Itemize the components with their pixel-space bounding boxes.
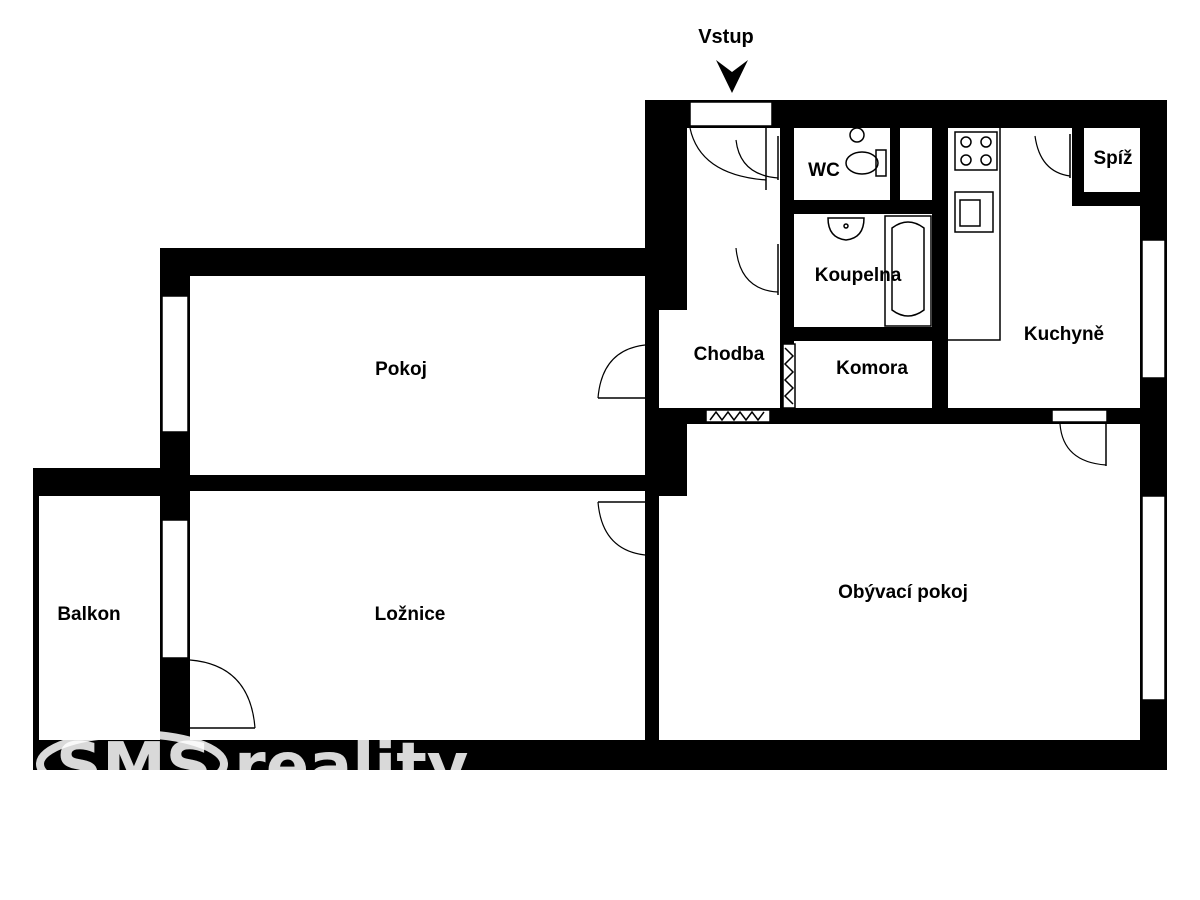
watermark-logo: SMS reality	[36, 730, 469, 804]
room-label-wc: WC	[808, 160, 840, 181]
room-label-loznice: Ložnice	[375, 604, 446, 625]
outer-walls	[33, 100, 1167, 770]
room-label-obyvaci: Obývací pokoj	[838, 582, 968, 603]
doors	[189, 127, 1108, 729]
room-label-balkon: Balkon	[57, 604, 120, 625]
room-labels: WC Spíž Koupelna Chodba Komora Kuchyně P…	[57, 148, 1132, 625]
watermark-text: SMS reality	[56, 730, 469, 804]
room-label-komora: Komora	[836, 358, 908, 379]
room-label-kuchyne: Kuchyně	[1024, 324, 1104, 345]
entry-arrow-icon	[716, 60, 748, 93]
windows	[161, 101, 1166, 701]
room-label-chodba: Chodba	[694, 344, 765, 365]
fixtures	[827, 127, 1001, 341]
room-label-pokoj: Pokoj	[375, 359, 427, 380]
room-label-koupelna: Koupelna	[815, 265, 902, 286]
entry-label: Vstup	[698, 26, 754, 48]
room-label-spiz: Spíž	[1093, 148, 1132, 169]
entry-marker: Vstup	[698, 26, 754, 93]
